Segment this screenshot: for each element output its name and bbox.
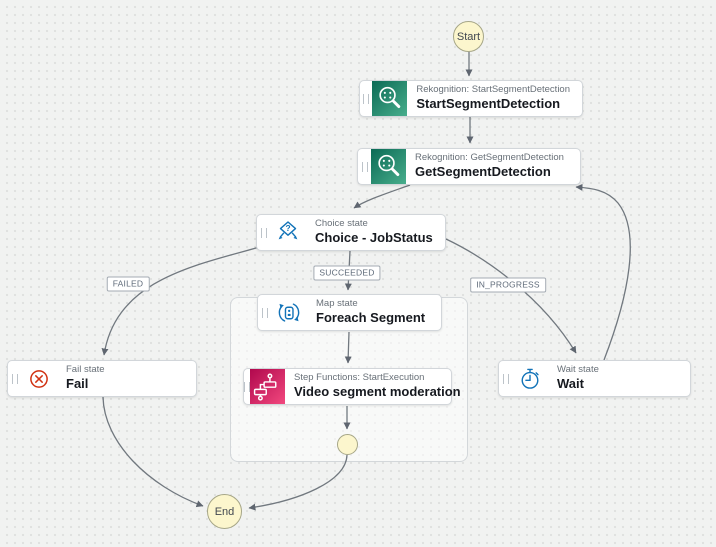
start-terminal: Start [453, 21, 484, 52]
state-kind-label: Fail state [66, 363, 105, 375]
state-kind-label: Rekognition: GetSegmentDetection [415, 151, 564, 163]
stopwatch-icon [512, 361, 548, 396]
rekognition-magnifier-icon [372, 81, 408, 116]
rekognition-magnifier-icon [371, 149, 406, 184]
map-loop-icon [271, 295, 307, 330]
edge-choice-to-fail-failed [101, 245, 264, 356]
edge-map-to-video [344, 331, 352, 364]
state-video-segment-moderation[interactable]: Step Functions: StartExecution Video seg… [243, 368, 461, 405]
edge-label-succeeded: SUCCEEDED [313, 265, 381, 281]
state-get-segment-detection[interactable]: Rekognition: GetSegmentDetection GetSegm… [357, 148, 581, 185]
end-terminal: End [207, 494, 242, 529]
state-choice-jobstatus[interactable]: ? Choice state Choice - JobStatus [256, 214, 446, 251]
drag-handle-icon[interactable] [499, 361, 512, 396]
state-kind-label: Wait state [557, 363, 599, 375]
map-iteration-end-terminal [337, 434, 358, 455]
drag-handle-icon[interactable] [258, 295, 271, 330]
edge-wait-to-getsegment-loop [575, 183, 631, 361]
edge-label-in-progress: IN_PROGRESS [470, 277, 546, 293]
state-name-label: StartSegmentDetection [416, 96, 561, 112]
state-name-label: Fail [66, 376, 89, 392]
state-wait[interactable]: Wait state Wait [498, 360, 691, 397]
drag-handle-icon[interactable] [8, 361, 21, 396]
state-name-label: Choice - JobStatus [315, 230, 433, 246]
step-functions-workflow-icon [250, 369, 285, 404]
edge-label-failed: FAILED [106, 276, 150, 292]
state-fail[interactable]: Fail state Fail [7, 360, 197, 397]
edge-choice-to-wait-inprogress [445, 238, 577, 354]
state-name-label: Video segment moderation [294, 384, 461, 400]
state-kind-label: Rekognition: StartSegmentDetection [416, 83, 570, 95]
drag-handle-icon[interactable] [358, 149, 371, 184]
drag-handle-icon[interactable] [360, 81, 372, 116]
choice-branch-icon: ? [270, 215, 306, 250]
state-kind-label: Map state [316, 297, 358, 309]
edge-getsegment-to-choice [353, 184, 411, 209]
state-kind-label: Choice state [315, 217, 368, 229]
state-name-label: GetSegmentDetection [415, 164, 551, 180]
state-foreach-segment[interactable]: Map state Foreach Segment [257, 294, 442, 331]
edge-fail-to-end [102, 396, 204, 508]
end-terminal-label: End [214, 505, 235, 518]
state-name-label: Foreach Segment [316, 310, 426, 326]
error-x-icon [21, 361, 57, 396]
start-terminal-label: Start [456, 30, 481, 43]
state-name-label: Wait [557, 376, 584, 392]
drag-handle-icon[interactable] [257, 215, 270, 250]
state-start-segment-detection[interactable]: Rekognition: StartSegmentDetection Start… [359, 80, 583, 117]
edge-map-to-end [248, 454, 348, 511]
state-kind-label: Step Functions: StartExecution [294, 371, 425, 383]
svg-text:?: ? [285, 223, 290, 233]
